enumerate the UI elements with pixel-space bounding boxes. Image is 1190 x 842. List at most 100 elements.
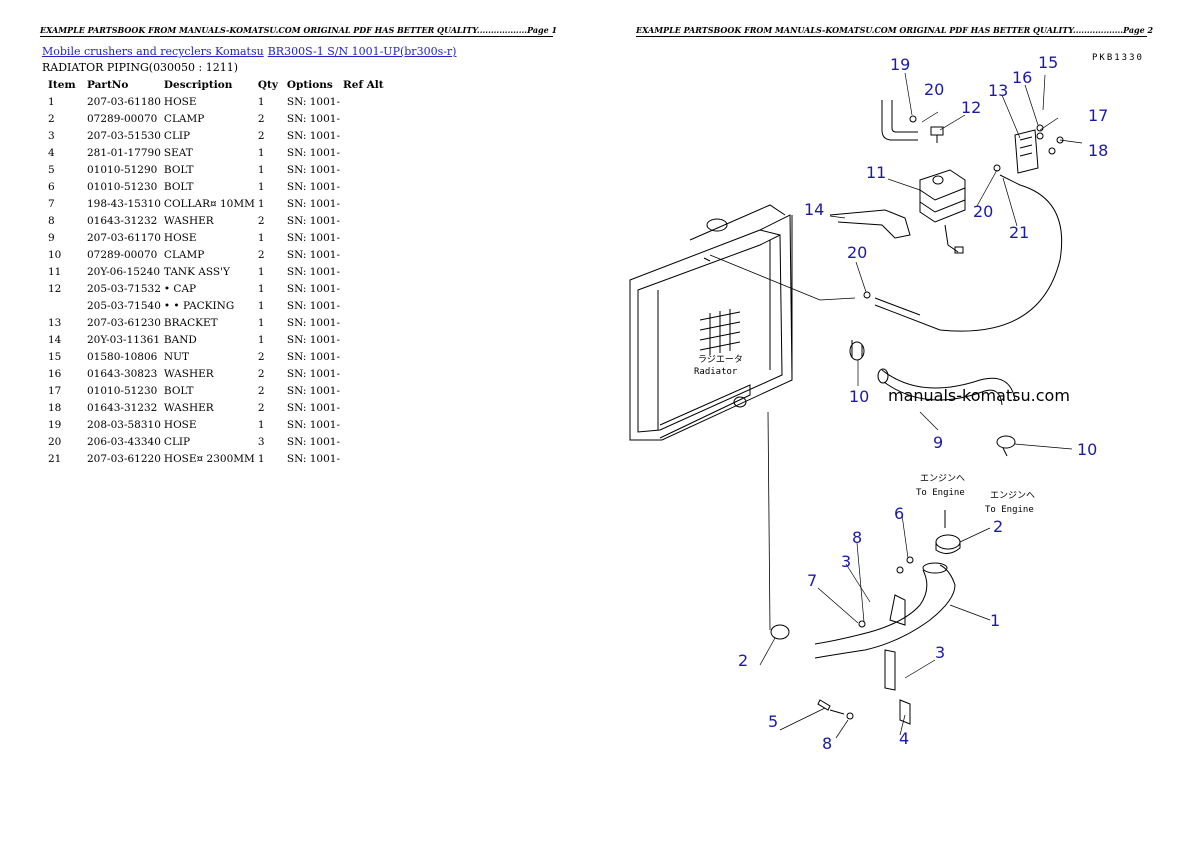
callout-7: 7 [807, 571, 817, 590]
callout-12: 12 [961, 98, 981, 117]
cell-ref-alt [343, 212, 389, 229]
cell-partno: 281-01-17790 [87, 146, 161, 159]
hose-21-drawing [874, 174, 1063, 332]
cell-qty: 2 [257, 248, 265, 261]
radiator-drawing [629, 204, 793, 441]
breadcrumb-category-link[interactable]: Mobile crushers and recyclers Komatsu [42, 45, 264, 58]
callout-13: 13 [988, 81, 1008, 100]
cell-item: 12 [48, 282, 62, 295]
cell-options: SN: 1001- [286, 384, 341, 397]
cell-item: 10 [48, 248, 62, 261]
cell-partno: 01010-51230 [87, 384, 158, 397]
cell-description: BAND [163, 333, 197, 346]
column-header-ref-alt: Ref Alt [343, 79, 384, 91]
cell-description: WASHER [163, 401, 214, 414]
callout-5: 5 [768, 712, 778, 731]
cell-qty: 1 [257, 146, 265, 159]
hose-19-drawing [881, 100, 918, 141]
cell-qty: 2 [257, 384, 265, 397]
cell-options: SN: 1001- [286, 452, 341, 465]
cell-ref-alt [343, 144, 389, 161]
cell-description: HOSE¤ 2300MM [163, 452, 255, 465]
cell-ref-alt [343, 110, 389, 127]
cell-partno: 206-03-43340 [87, 435, 161, 448]
cell-item: 17 [48, 384, 62, 397]
cell-options: SN: 1001- [286, 418, 341, 431]
cell-item: 18 [48, 401, 62, 414]
cell-partno: 01643-31232 [87, 401, 158, 414]
cell-partno: 208-03-58310 [87, 418, 161, 431]
cell-ref-alt [343, 331, 389, 348]
cell-ref-alt [343, 450, 389, 467]
callout-3-top: 3 [841, 552, 851, 571]
cell-description: CLIP [163, 129, 191, 142]
callout-14: 14 [804, 200, 824, 219]
engine-label-jp-1: エンジンへ [920, 474, 965, 484]
cell-ref-alt [343, 178, 389, 195]
cell-ref-alt [343, 399, 389, 416]
callout-16: 16 [1012, 68, 1032, 87]
band-14-drawing [829, 209, 911, 239]
callout-3-bottom: 3 [935, 643, 945, 662]
cell-description: BOLT [163, 384, 194, 397]
callout-20-top: 20 [924, 80, 944, 99]
callout-20-mid: 20 [973, 202, 993, 221]
cell-item: 3 [48, 129, 55, 142]
cell-item: 4 [48, 146, 55, 159]
cell-partno: 198-43-15310 [87, 197, 161, 210]
cell-qty: 2 [257, 401, 265, 414]
cell-partno: 20Y-06-15240 [87, 265, 160, 278]
bracket-13-drawing [1014, 129, 1039, 174]
callout-19: 19 [890, 55, 910, 74]
radiator-label-en: Radiator [694, 367, 738, 377]
cell-qty: 2 [257, 129, 265, 142]
cell-description: CLAMP [163, 112, 205, 125]
cell-ref-alt [343, 297, 389, 314]
cell-options: SN: 1001- [286, 265, 341, 278]
radiator-label-jp: ラジエータ [698, 354, 743, 365]
cell-partno: 207-03-61170 [87, 231, 161, 244]
callout-4: 4 [899, 729, 909, 748]
callout-15: 15 [1038, 53, 1058, 72]
cell-item: 20 [48, 435, 62, 448]
radiator-label-mark [699, 309, 741, 355]
cell-description: CLIP [163, 435, 191, 448]
leader-lines [759, 72, 1083, 739]
cell-description: SEAT [163, 146, 193, 159]
cell-item: 16 [48, 367, 62, 380]
cell-item: 1 [48, 95, 55, 108]
cell-item: 14 [48, 333, 62, 346]
cell-options: SN: 1001- [286, 333, 341, 346]
cell-ref-alt [343, 195, 389, 212]
callout-17: 17 [1088, 106, 1108, 125]
callout-10-left: 10 [849, 387, 869, 406]
watermark: manuals-komatsu.com [888, 386, 1070, 405]
callout-1: 1 [990, 611, 1000, 630]
cell-ref-alt [343, 382, 389, 399]
breadcrumb-model-link[interactable]: BR300S-1 S/N 1001-UP(br300s-r) [267, 45, 457, 58]
cell-description: CLAMP [163, 248, 205, 261]
cell-item: 8 [48, 214, 55, 227]
cell-options: SN: 1001- [286, 180, 341, 193]
cell-options: SN: 1001- [286, 146, 341, 159]
cell-options: SN: 1001- [286, 248, 341, 261]
page-2-header: EXAMPLE PARTSBOOK FROM MANUALS-KOMATSU.C… [636, 25, 1154, 37]
cell-item: 19 [48, 418, 62, 431]
cell-item: 5 [48, 163, 55, 176]
cell-item [42, 297, 83, 314]
callout-2-top: 2 [993, 517, 1003, 536]
